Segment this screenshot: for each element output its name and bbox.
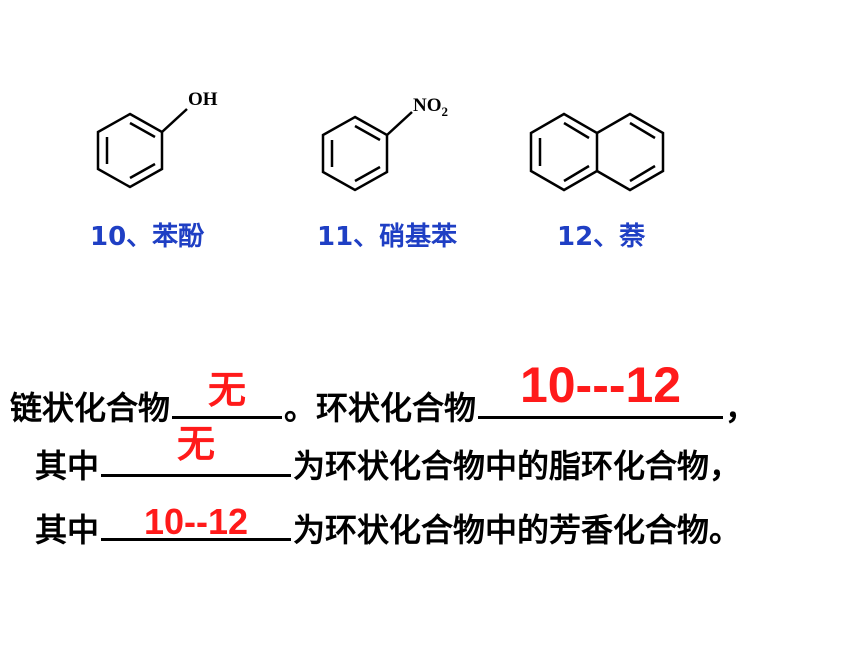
alicyclic-answer: 无 [177, 424, 216, 466]
caption-nitrobenzene: 11、硝基苯 [317, 222, 458, 252]
chain-compound-blank: 无 [172, 372, 283, 419]
alicyclic-blank: 无 [101, 426, 292, 477]
nitro-label-subscript: 2 [441, 103, 449, 119]
ring-compound-label: 。环状化合物 [284, 389, 477, 427]
ring-compound-blank: 10---12 [478, 360, 724, 419]
phenol-structure [90, 95, 200, 195]
aromatic-suffix: 为环状化合物中的芳香化合物。 [293, 511, 742, 549]
nitrobenzene-structure [315, 98, 425, 198]
caption-naphthalene: 12、萘 [557, 222, 646, 252]
hydroxyl-label: OH [188, 89, 218, 110]
sentence-alicyclic: 其中 无为环状化合物中的脂环化合物， [35, 426, 742, 485]
benzene-ring-nitrobenzene [321, 111, 413, 192]
chain-compound-answer: 无 [208, 370, 247, 412]
alicyclic-suffix: 为环状化合物中的脂环化合物， [293, 447, 742, 485]
sentence-chain-and-ring: 链状化合物无。环状化合物 10---12 ， [10, 360, 758, 427]
sentence1-comma: ， [725, 389, 758, 427]
ring-compound-answer: 10---12 [519, 357, 682, 413]
nitro-label-main: NO [413, 95, 442, 116]
naphthalene-rings [529, 112, 665, 192]
sentence-aromatic: 其中 10--12 为环状化合物中的芳香化合物。 [35, 504, 742, 549]
aromatic-blank: 10--12 [101, 504, 292, 541]
caption-phenol: 10、苯酚 [90, 222, 205, 252]
alicyclic-prefix: 其中 [35, 447, 100, 485]
nitro-label: NO2 [413, 96, 448, 118]
naphthalene-structure [525, 108, 675, 198]
benzene-ring-phenol [96, 108, 188, 189]
aromatic-prefix: 其中 [35, 511, 100, 549]
aromatic-answer: 10--12 [143, 501, 249, 542]
chain-compound-label: 链状化合物 [10, 389, 171, 427]
